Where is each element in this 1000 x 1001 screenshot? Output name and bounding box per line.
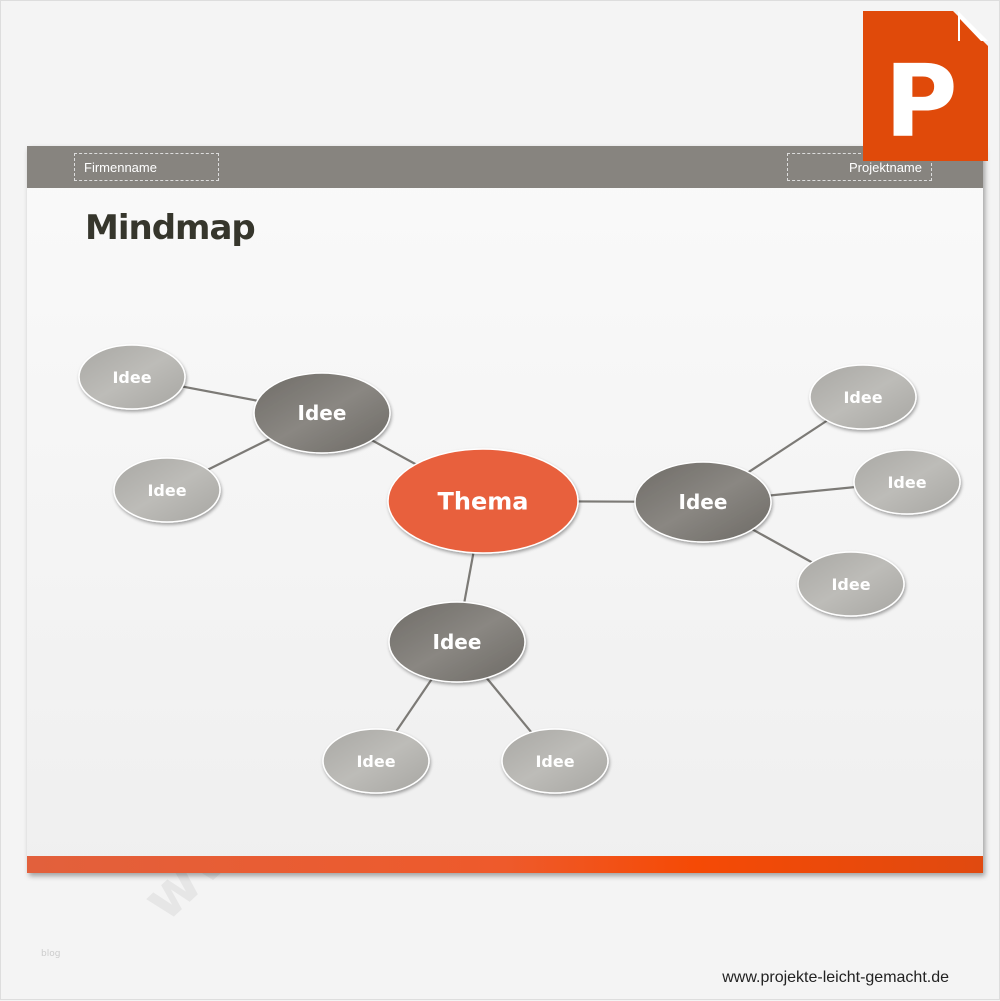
leaf-idea-node-shape (853, 449, 961, 515)
powerpoint-logo: P (863, 11, 988, 161)
leaf-idea-node[interactable]: Idee (853, 449, 961, 515)
footer-url[interactable]: www.projekte-leicht-gemacht.de (722, 969, 949, 986)
company-name-placeholder[interactable]: Firmenname (74, 153, 219, 181)
leaf-idea-node-label: Idee (843, 388, 882, 407)
leaf-idea-node-label: Idee (887, 473, 926, 492)
branch-idea-node-shape (388, 601, 526, 683)
leaf-idea-node-shape (797, 551, 905, 617)
blog-label: blog (41, 949, 61, 959)
leaf-idea-node[interactable]: Idee (322, 728, 430, 794)
leaf-idea-node-shape (501, 728, 609, 794)
leaf-idea-node[interactable]: Idee (78, 344, 186, 410)
central-topic-node[interactable]: Thema (387, 448, 579, 554)
footer-bar (27, 856, 983, 873)
slide-header: Firmenname Projektname (27, 146, 983, 188)
leaf-idea-node-label: Idee (147, 481, 186, 500)
leaf-idea-node-shape (113, 457, 221, 523)
logo-letter: P (884, 43, 957, 160)
leaf-idea-node-shape (322, 728, 430, 794)
leaf-idea-node[interactable]: Idee (501, 728, 609, 794)
slide-title: Mindmap (85, 208, 256, 248)
branch-idea-node[interactable]: Idee (253, 372, 391, 454)
branch-idea-node-shape (253, 372, 391, 454)
leaf-idea-node-label: Idee (831, 575, 870, 594)
branch-idea-node-label: Idee (433, 630, 482, 654)
central-topic-node-shape (387, 448, 579, 554)
leaf-idea-node-shape (78, 344, 186, 410)
branch-idea-node-label: Idee (679, 490, 728, 514)
leaf-idea-node-label: Idee (535, 752, 574, 771)
leaf-idea-node-label: Idee (356, 752, 395, 771)
leaf-idea-node-label: Idee (112, 368, 151, 387)
central-topic-node-label: Thema (438, 488, 529, 516)
branch-idea-node[interactable]: Idee (634, 461, 772, 543)
branch-idea-node[interactable]: Idee (388, 601, 526, 683)
leaf-idea-node[interactable]: Idee (809, 364, 917, 430)
branch-idea-node-label: Idee (298, 401, 347, 425)
project-name-placeholder[interactable]: Projektname (787, 153, 932, 181)
leaf-idea-node-shape (809, 364, 917, 430)
leaf-idea-node[interactable]: Idee (797, 551, 905, 617)
branch-idea-node-shape (634, 461, 772, 543)
leaf-idea-node[interactable]: Idee (113, 457, 221, 523)
